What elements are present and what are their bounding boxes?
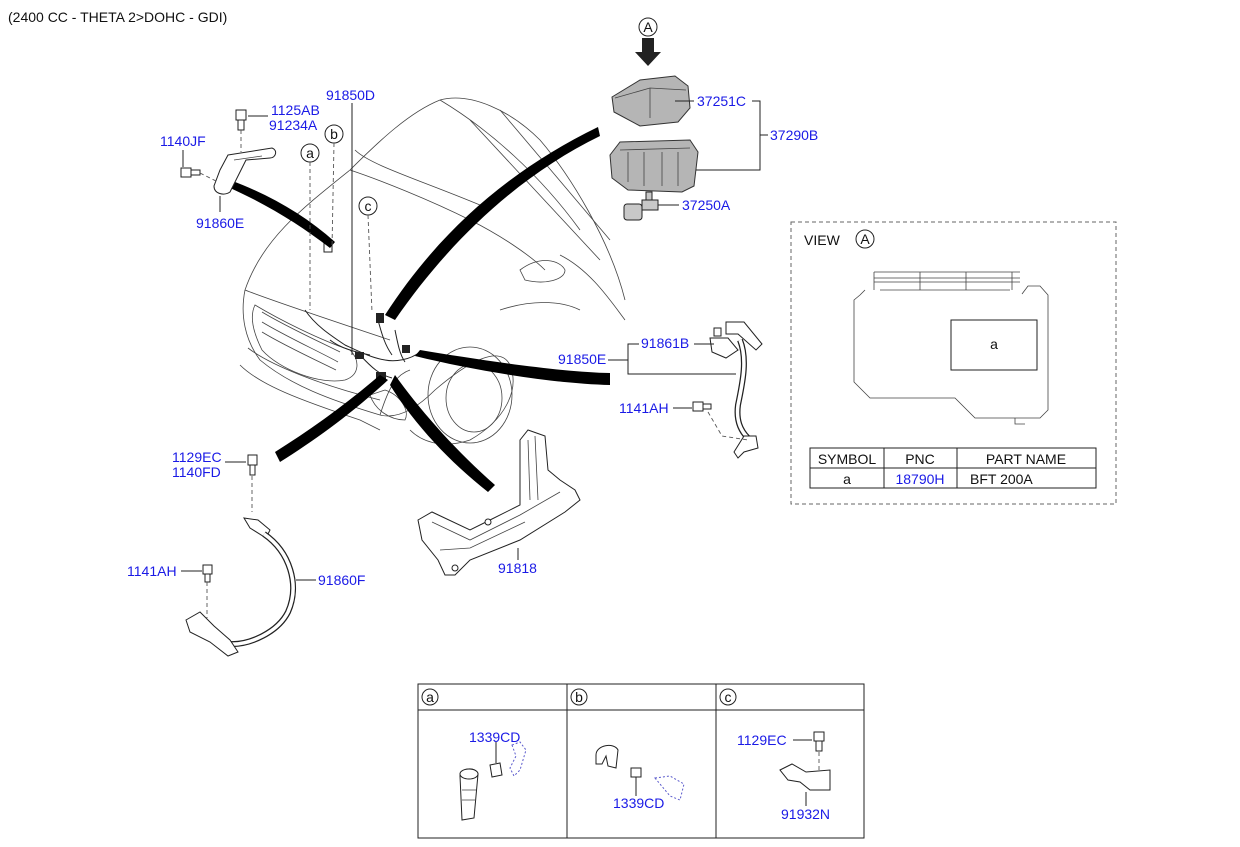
svg-text:b: b bbox=[330, 126, 338, 142]
svg-text:A: A bbox=[860, 231, 870, 247]
part-91818[interactable]: 91818 bbox=[498, 560, 537, 576]
car-outline bbox=[239, 97, 626, 445]
part-91850d[interactable]: 91850D bbox=[326, 87, 375, 103]
part-91860f[interactable]: 91860F bbox=[318, 572, 365, 588]
part-37251c[interactable]: 37251C bbox=[697, 93, 746, 109]
cable-91850e bbox=[692, 321, 763, 459]
detail-table: a b c 1339CD 1339CD 1129EC 91932N bbox=[417, 683, 865, 839]
part-91860e[interactable]: 91860E bbox=[196, 215, 244, 231]
svg-text:A: A bbox=[643, 19, 653, 35]
table-cell-part-name: BFT 200A bbox=[970, 471, 1033, 487]
view-title: VIEW bbox=[804, 232, 841, 248]
bracket-91818 bbox=[417, 429, 581, 576]
table-cell-symbol: a bbox=[843, 471, 851, 487]
part-91234a[interactable]: 91234A bbox=[269, 117, 318, 133]
bracket-91860e bbox=[180, 109, 277, 195]
table-header-pnc: PNC bbox=[905, 451, 935, 467]
part-1125ab[interactable]: 1125AB bbox=[271, 102, 320, 118]
detail-a-circle: a bbox=[426, 689, 434, 705]
part-1140fd[interactable]: 1140FD bbox=[172, 464, 221, 480]
table-header-symbol: SYMBOL bbox=[818, 451, 877, 467]
callout-b: b bbox=[324, 124, 344, 144]
part-37250a[interactable]: 37250A bbox=[682, 197, 731, 213]
part-1129ec[interactable]: 1129EC bbox=[172, 449, 222, 465]
detail-c-part-91932n[interactable]: 91932N bbox=[781, 806, 830, 822]
svg-text:c: c bbox=[365, 198, 372, 214]
fat-leaders bbox=[228, 127, 610, 492]
part-91861b[interactable]: 91861B bbox=[641, 335, 689, 351]
part-1141ah-right[interactable]: 1141AH bbox=[619, 400, 669, 416]
view-box-label: a bbox=[990, 336, 998, 352]
terminal-cover-37251c bbox=[611, 75, 691, 127]
part-1140jf[interactable]: 1140JF bbox=[160, 133, 206, 149]
detail-b-part-1339cd[interactable]: 1339CD bbox=[613, 795, 664, 811]
detail-c-part-1129ec[interactable]: 1129EC bbox=[737, 732, 787, 748]
part-91850e[interactable]: 91850E bbox=[558, 351, 606, 367]
part-1141ah-left[interactable]: 1141AH bbox=[127, 563, 177, 579]
engine-spec-text: (2400 CC - THETA 2>DOHC - GDI) bbox=[8, 9, 227, 25]
terminal-clamp-37250a bbox=[623, 191, 659, 221]
svg-text:a: a bbox=[306, 145, 314, 161]
view-a-arrow: A bbox=[635, 17, 661, 66]
detail-a-part-1339cd[interactable]: 1339CD bbox=[469, 729, 520, 745]
cable-91860f bbox=[185, 454, 297, 657]
part-37290b[interactable]: 37290B bbox=[770, 127, 818, 143]
harness-wiring bbox=[304, 239, 421, 380]
table-header-part-name: PART NAME bbox=[986, 451, 1066, 467]
detail-b-circle: b bbox=[575, 689, 583, 705]
terminal-box-37290b bbox=[609, 139, 699, 193]
callout-c: c bbox=[358, 196, 378, 216]
table-cell-pnc[interactable]: 18790H bbox=[895, 471, 944, 487]
view-a-panel: VIEW A a SYMBOL PNC PART NAME a 18790H B… bbox=[790, 221, 1117, 505]
detail-c-circle: c bbox=[725, 689, 732, 705]
callout-a: a bbox=[300, 143, 320, 163]
